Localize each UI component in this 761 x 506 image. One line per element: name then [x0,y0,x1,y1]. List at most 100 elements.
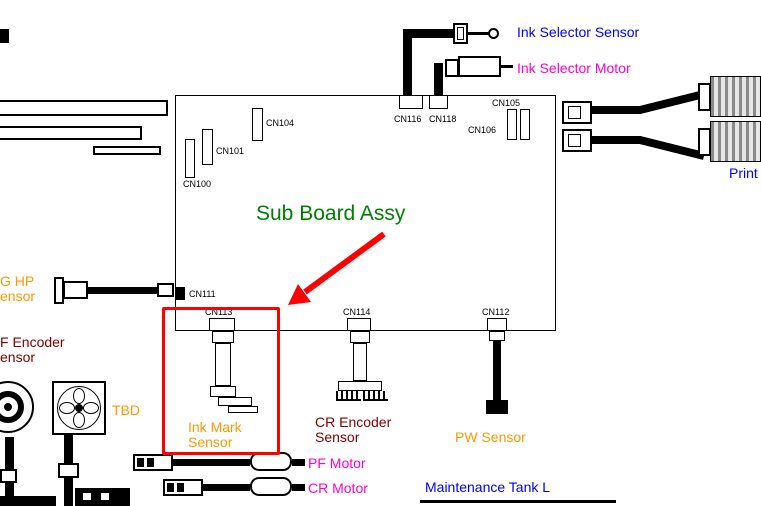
cg-hp-cable [88,287,158,294]
sub-board [175,95,556,331]
pf-encoder-sensor-label-line2: ensor [0,348,36,365]
bottom-left-bar [0,496,56,506]
cr-encoder-comb-right [363,391,388,401]
cr-motor-label: CR Motor [308,480,368,496]
cn100-connector [185,139,195,178]
cn114-connector [347,318,371,331]
pf-motor-stub [292,459,305,466]
ink-mark-collar [210,386,236,397]
cn118-label: CN118 [429,114,457,124]
maintenance-tank-label: Maintenance Tank L [425,479,551,495]
pf-motor-connector-pin-2 [147,458,154,467]
cn106-label: CN106 [468,125,497,135]
ink-selector-sensor-plug-inner [457,27,464,40]
ink-mark-sensor-label-line2: Sensor [188,433,233,450]
cn104-label: CN104 [266,118,295,128]
cn101-label: CN101 [216,146,245,156]
fan-blade-n [73,388,85,404]
pw-sensor-cable [493,341,501,402]
cr-motor-cable [203,484,250,491]
cr-encoder-plate [338,381,382,391]
cn116-label: CN116 [394,114,422,124]
left-assembly-bar-2 [0,126,142,140]
print-head-plug-bottom [698,128,711,156]
cn113-label: CN113 [205,307,233,317]
print-head-plug-top [698,83,711,111]
fan-blade-e [83,402,99,414]
cn118-connector [429,95,448,109]
right-cable-bracket [592,90,705,160]
cr-motor-stub [292,484,305,491]
cn111-connector [176,287,185,300]
ink-mark-foot-2 [228,406,258,413]
fan-body [52,381,106,435]
ink-selector-motor-plug-body [458,56,501,77]
cn112-label: CN112 [482,307,510,317]
left-assembly-bar-3 [93,146,161,155]
cn112-connector [487,318,507,331]
cn100-label: CN100 [183,179,212,189]
ink-selector-motor-plug-small [445,59,459,77]
highlight-box [162,307,280,455]
ink-selector-sensor-tip [488,28,499,39]
cn116-cable-vertical [403,33,412,96]
pf-motor-connector-pin-1 [137,458,144,467]
cr-encoder-sensor-label-line1: CR Encoder [315,414,392,430]
pf-encoder-sensor-label: F Encoder ensor [0,335,65,364]
cn101-connector [202,129,213,165]
bottom-left-connector-slot-1 [82,492,92,501]
cn111-label: CN111 [189,289,216,299]
corner-mark [0,29,9,43]
cn106-connector [520,109,530,140]
ink-mark-connector-top [212,331,234,343]
left-assembly-bar-1 [0,100,168,116]
cr-motor-cylinder [250,477,292,496]
pulley-cable-plug [0,469,17,483]
pw-sensor-connector-top [489,331,505,341]
cg-hp-sensor-label: G HP ensor [0,274,35,303]
fan-hub [75,404,83,412]
maintenance-tank-edge [420,500,616,503]
fan-cable-plug [58,463,79,478]
cr-encoder-connector-top [350,331,370,343]
fan-blade-s [73,412,85,428]
board-title: Sub Board Assy [256,202,406,225]
cn116-cable-horizontal [403,29,455,38]
cr-encoder-sensor-label-line2: Sensor [315,428,360,445]
cn104-connector [252,108,263,141]
tbd-label: TBD [112,402,140,418]
cr-encoder-comb-left [336,391,361,401]
pulley-hub [4,403,12,411]
ink-selector-motor-pin [501,65,513,68]
pw-sensor-label: PW Sensor [455,429,526,445]
cr-motor-connector-pin-1 [167,483,174,492]
print-head-block-bottom [710,121,761,162]
cg-hp-sensor-label-line2: ensor [0,287,36,304]
ink-selector-sensor-pin [468,32,489,35]
print-label: Print [729,165,758,181]
cn105-label: CN105 [492,98,521,108]
cn113-connector [209,318,235,331]
pf-encoder-sensor-label-line1: F Encoder [0,334,65,350]
cn116-connector [399,95,423,109]
ink-selector-motor-label: Ink Selector Motor [517,60,631,76]
bottom-left-connector-slot-2 [100,492,110,501]
ink-mark-sensor-label-line1: Ink Mark [188,419,242,435]
cn118-cable-vertical [434,63,443,96]
pw-sensor-base [486,400,508,414]
cg-hp-plug-b [63,281,88,299]
cr-motor-connector-pin-2 [177,483,184,492]
cr-encoder-body [353,343,367,381]
right-connector-2-inner [568,134,581,147]
pf-motor-cable [173,459,250,466]
ink-selector-sensor-label: Ink Selector Sensor [517,24,640,40]
right-connector-1-inner [568,106,581,119]
cn111-plug [157,283,174,297]
cg-hp-sensor-label-line1: G HP [0,273,35,289]
pf-motor-label: PF Motor [308,455,366,471]
ink-mark-foot-1 [218,397,252,406]
print-head-block-top [710,76,761,117]
cn114-label: CN114 [343,307,371,317]
highlight-arrow [288,231,386,305]
